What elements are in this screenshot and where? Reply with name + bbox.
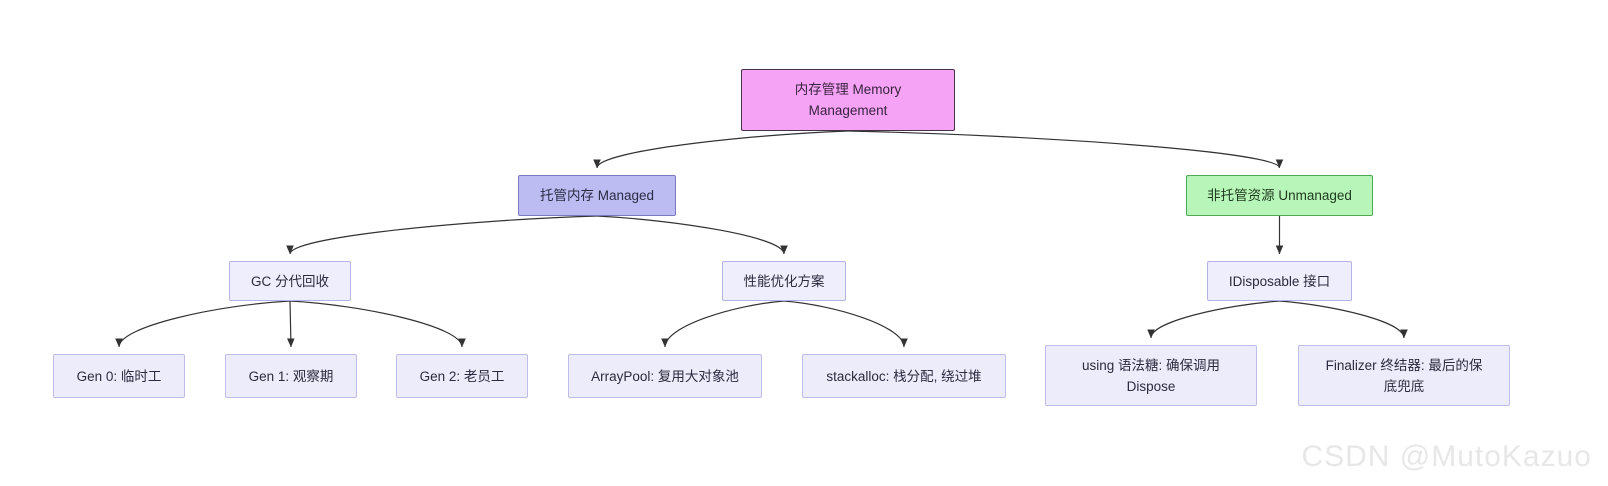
edge-perf-to-arraypool	[661, 300, 785, 348]
node-gen2[interactable]: Gen 2: 老员工	[396, 354, 528, 398]
edge-gc-to-gen1	[286, 300, 295, 348]
node-idisposable[interactable]: IDisposable 接口	[1207, 261, 1352, 301]
node-stackalloc[interactable]: stackalloc: 栈分配, 绕过堆	[802, 354, 1006, 398]
node-finalizer[interactable]: Finalizer 终结器: 最后的保 底兜底	[1298, 345, 1510, 406]
node-perf[interactable]: 性能优化方案	[722, 261, 846, 301]
node-gc[interactable]: GC 分代回收	[229, 261, 351, 301]
edge-idisposable-to-using	[1147, 300, 1280, 339]
node-arraypool[interactable]: ArrayPool: 复用大对象池	[568, 354, 762, 398]
edge-managed-to-gc	[286, 215, 598, 255]
edge-paths	[115, 130, 1408, 348]
node-root[interactable]: 内存管理 Memory Management	[741, 69, 955, 131]
node-unmanaged[interactable]: 非托管资源 Unmanaged	[1186, 175, 1373, 216]
edge-root-to-managed	[593, 130, 849, 169]
node-using[interactable]: using 语法糖: 确保调用 Dispose	[1045, 345, 1257, 406]
edge-idisposable-to-finalizer	[1279, 300, 1408, 339]
edge-gc-to-gen0	[115, 300, 291, 348]
watermark-csdn: CSDN @MutoKazuo	[1301, 440, 1592, 473]
node-gen0[interactable]: Gen 0: 临时工	[53, 354, 185, 398]
edge-gc-to-gen2	[289, 300, 466, 348]
node-gen1[interactable]: Gen 1: 观察期	[225, 354, 357, 398]
node-managed[interactable]: 托管内存 Managed	[518, 175, 676, 216]
edge-managed-to-perf	[596, 215, 788, 255]
edge-perf-to-stackalloc	[783, 300, 908, 348]
edge-root-to-unmanaged	[847, 130, 1284, 169]
